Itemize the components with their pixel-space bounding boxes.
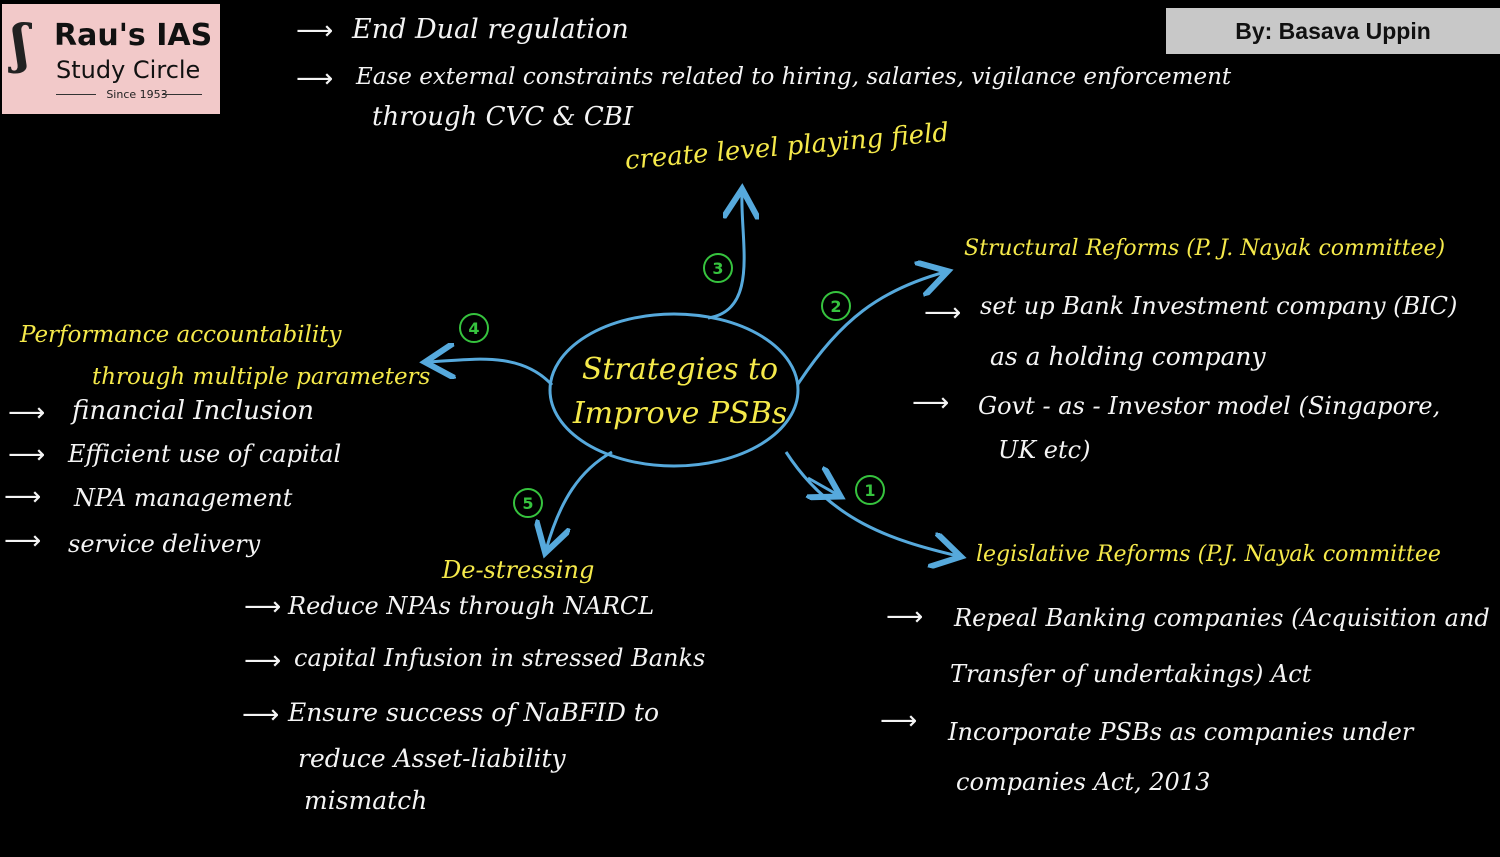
arrow-icon: ⟶ [924, 298, 962, 328]
branch5-item-1: Reduce NPAs through NARCL [288, 592, 655, 620]
center-oval [548, 312, 800, 468]
connector-3 [707, 192, 744, 320]
number-badge-3: 3 [703, 253, 733, 283]
branch1-item-3: Incorporate PSBs as companies under [948, 718, 1414, 746]
logo-divider-right [162, 94, 202, 95]
logo-mark-icon: ʃ [12, 14, 30, 75]
branch2-item-4: UK etc) [998, 436, 1091, 464]
branch5-title: De-stressing [442, 556, 595, 584]
arrow-icon: ⟶ [880, 706, 918, 736]
author-badge: By: Basava Uppin [1166, 8, 1500, 54]
branch1-item-2: Transfer of undertakings) Act [950, 660, 1312, 688]
branch4-title-line1: Performance accountability [20, 322, 342, 348]
number-badge-5: 5 [513, 488, 543, 518]
arrow-icon: ⟶ [242, 700, 280, 730]
connector-1-tick [808, 478, 838, 495]
arrow-icon: ⟶ [8, 440, 46, 470]
center-line-2: Improve PSBs [572, 396, 788, 431]
logo-name: Rau's IAS [54, 18, 213, 53]
number-badge-2: 2 [821, 291, 851, 321]
branch4-item-1: financial Inclusion [72, 396, 314, 426]
number-badge-4: 4 [459, 313, 489, 343]
logo-divider-left [56, 94, 96, 95]
arrow-icon: ⟶ [296, 16, 334, 46]
connector-4 [428, 359, 554, 387]
arrow-icon: ⟶ [244, 646, 282, 676]
branch2-title: Structural Reforms (P. J. Nayak committe… [964, 236, 1446, 261]
branch2-item-3: Govt - as - Investor model (Singapore, [978, 392, 1441, 420]
branch3-item-3: through CVC & CBI [372, 102, 634, 132]
logo-subtitle: Study Circle [56, 56, 201, 84]
branch3-item-1: End Dual regulation [352, 14, 629, 45]
arrow-icon: ⟶ [886, 602, 924, 632]
branch1-item-4: companies Act, 2013 [956, 768, 1211, 796]
branch4-item-3: NPA management [74, 484, 293, 512]
arrow-icon: ⟶ [4, 482, 42, 512]
branch2-item-1: set up Bank Investment company (BIC) [980, 292, 1458, 320]
connector-2 [796, 272, 945, 385]
branch5-item-3: Ensure success of NaBFID to [288, 698, 660, 727]
brand-logo: ʃ Rau's IAS Study Circle Since 1953 [2, 4, 220, 114]
number-badge-1: 1 [855, 475, 885, 505]
arrow-icon: ⟶ [4, 526, 42, 556]
branch1-item-1: Repeal Banking companies (Acquisition an… [954, 604, 1490, 632]
logo-since: Since 1953 [106, 88, 168, 101]
branch1-title: legislative Reforms (P.J. Nayak committe… [976, 542, 1441, 567]
branch5-item-4: reduce Asset-liability [298, 744, 566, 773]
branch4-item-4: service delivery [68, 530, 261, 558]
connector-1 [784, 451, 958, 556]
arrow-icon: ⟶ [8, 398, 46, 428]
connector-5 [546, 450, 613, 550]
branch2-item-2: as a holding company [990, 342, 1266, 371]
branch3-item-2: Ease external constraints related to hir… [356, 64, 1232, 90]
arrow-icon: ⟶ [912, 388, 950, 418]
arrow-icon: ⟶ [296, 64, 334, 94]
branch5-item-2: capital Infusion in stressed Banks [294, 644, 706, 672]
center-line-1: Strategies to [581, 352, 779, 387]
arrow-icon: ⟶ [244, 592, 282, 622]
branch5-item-5: mismatch [304, 786, 428, 815]
branch4-item-2: Efficient use of capital [68, 440, 342, 468]
center-node: Strategies to Improve PSBs [570, 348, 790, 436]
branch4-title-line2: through multiple parameters [92, 364, 431, 390]
